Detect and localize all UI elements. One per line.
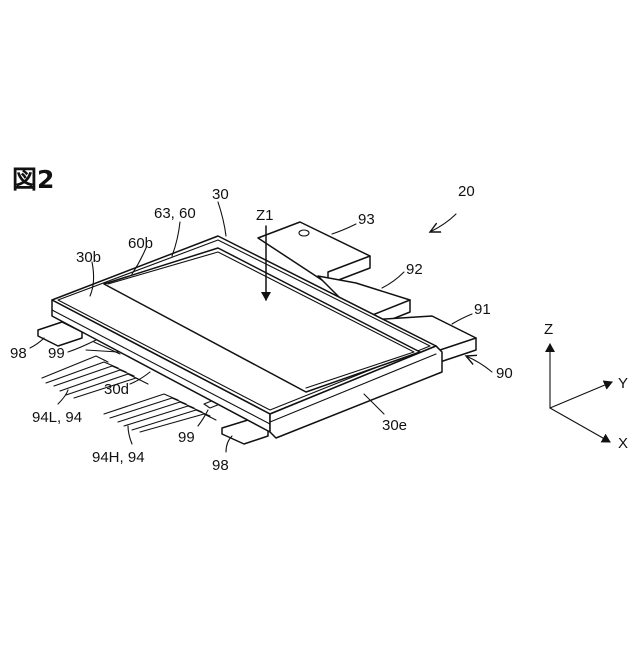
lead-group-94H: [104, 394, 216, 432]
label-20: 20: [458, 183, 475, 200]
axis-label-x: X: [618, 435, 628, 452]
label-30d: 30d: [104, 381, 129, 398]
label-99-bottom: 99: [178, 429, 195, 446]
label-30b: 30b: [76, 249, 101, 266]
label-60b: 60b: [128, 235, 153, 252]
label-z1: Z1: [256, 207, 274, 224]
label-93: 93: [358, 211, 375, 228]
label-99-left: 99: [48, 345, 65, 362]
axis-label-y: Y: [618, 375, 628, 392]
figure-title: 図2: [12, 165, 54, 194]
label-98-bottom: 98: [212, 457, 229, 474]
label-90: 90: [496, 365, 513, 382]
label-30: 30: [212, 186, 229, 203]
label-94L: 94L, 94: [32, 409, 82, 426]
label-30e: 30e: [382, 417, 407, 434]
label-94H: 94H, 94: [92, 449, 145, 466]
label-92: 92: [406, 261, 423, 278]
axis-triad: [550, 344, 612, 442]
label-91: 91: [474, 301, 491, 318]
label-63-60: 63, 60: [154, 205, 196, 222]
label-98-left: 98: [10, 345, 27, 362]
axis-label-z: Z: [544, 321, 553, 338]
